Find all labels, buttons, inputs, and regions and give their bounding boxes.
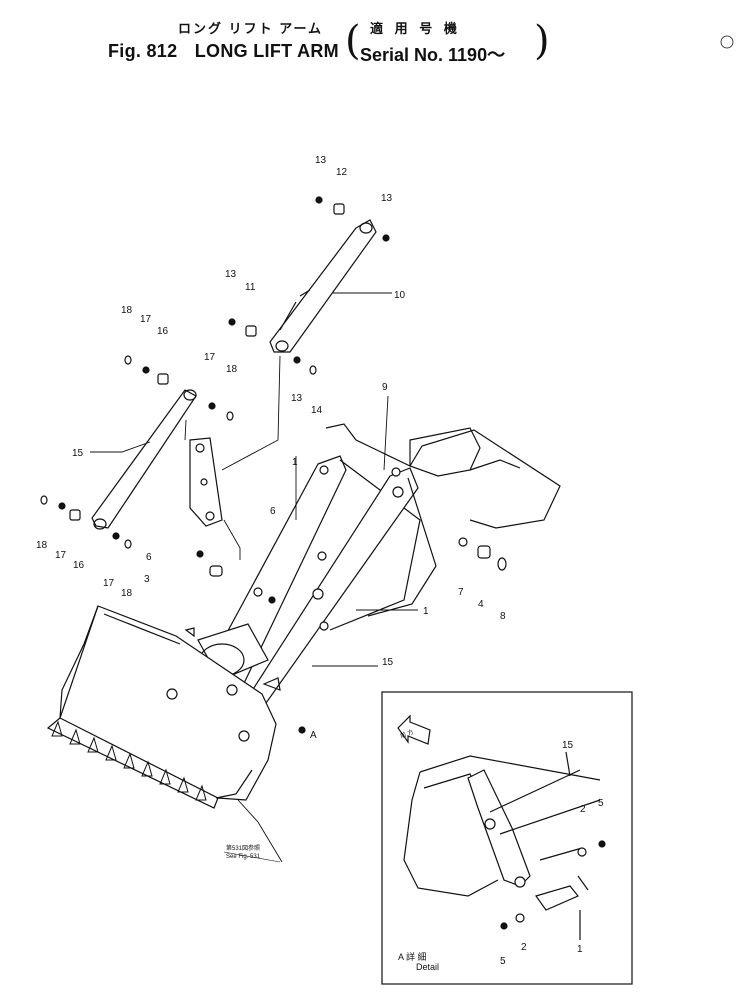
detail-label-jp: A 詳 細 (398, 951, 427, 962)
callout-16a: 16 (157, 326, 169, 337)
callout-1a: 1 (292, 457, 298, 468)
see-ref-leader (237, 799, 283, 863)
callout-11: 11 (245, 282, 256, 293)
callout-2a: 2 (580, 804, 586, 815)
figure-title: Fig. 812 LONG LIFT ARM (108, 41, 351, 62)
jp-part-name: ロング リフト アーム (178, 21, 324, 36)
callout-16b: 16 (73, 560, 85, 571)
leader-9 (383, 395, 389, 471)
open-brace: ( (345, 18, 361, 64)
callout-10: 10 (394, 290, 406, 301)
upper-link-10 (269, 219, 377, 353)
detail-box (381, 691, 633, 985)
upper-hardware (228, 196, 390, 375)
margin-mark (720, 35, 734, 49)
callout-9: 9 (382, 382, 388, 393)
left-link-15 (91, 389, 197, 530)
callout-17b: 17 (204, 352, 216, 363)
callout-6b: 6 (146, 552, 152, 563)
callout-1b: 1 (423, 606, 429, 617)
callout-a: A (310, 730, 317, 741)
callout-15a: 15 (72, 448, 84, 459)
callout-17a: 17 (140, 314, 152, 325)
callout-13b: 13 (381, 193, 393, 204)
callout-18c: 18 (36, 540, 48, 551)
callout-5b: 5 (500, 956, 506, 967)
jp-applicable-models: 適 用 号 機 (370, 21, 461, 36)
bucket-teeth (51, 720, 207, 801)
forward-arrow-text: 前 方 (399, 728, 415, 740)
lift-arm-frame (169, 423, 561, 723)
serial-number: Serial No. 1190～ (360, 45, 506, 65)
callout-12: 12 (336, 167, 348, 178)
callout-14: 14 (311, 405, 323, 416)
left-link-hardware (40, 355, 234, 549)
callout-15c: 15 (562, 740, 574, 751)
fig-number: Fig. 812 (108, 41, 178, 61)
leader-lines (90, 292, 392, 560)
callout-13a: 13 (315, 155, 327, 166)
close-brace: ) (534, 18, 550, 64)
callout-18b: 18 (226, 364, 238, 375)
see-ref-jp: 第531図参照 (226, 844, 260, 852)
callout-18d: 18 (121, 588, 133, 599)
callout-6a: 6 (270, 506, 276, 517)
bucket (46, 605, 281, 809)
detail-a-marker (298, 726, 306, 734)
callout-15b: 15 (382, 657, 394, 668)
callout-1c: 1 (577, 944, 583, 955)
see-ref-en: See Fig. 531 (226, 854, 261, 860)
callout-17c: 17 (55, 550, 67, 561)
bellcrank-plate (189, 437, 223, 527)
callout-18a: 18 (121, 305, 133, 316)
callout-7: 7 (458, 587, 464, 598)
detail-label-en: Detail (416, 962, 439, 972)
callout-8: 8 (500, 611, 506, 622)
callout-2b: 2 (521, 942, 527, 953)
callout-17d: 17 (103, 578, 115, 589)
callout-13d: 13 (291, 393, 303, 404)
callout-3: 3 (144, 574, 150, 585)
callout-13c: 13 (225, 269, 237, 280)
part-name: LONG LIFT ARM (194, 41, 339, 61)
callout-4: 4 (478, 599, 484, 610)
callout-5a: 5 (598, 798, 604, 809)
header: ロング リフト アーム 適 用 号 機 Fig. 812 LONG LIFT A… (0, 0, 739, 80)
